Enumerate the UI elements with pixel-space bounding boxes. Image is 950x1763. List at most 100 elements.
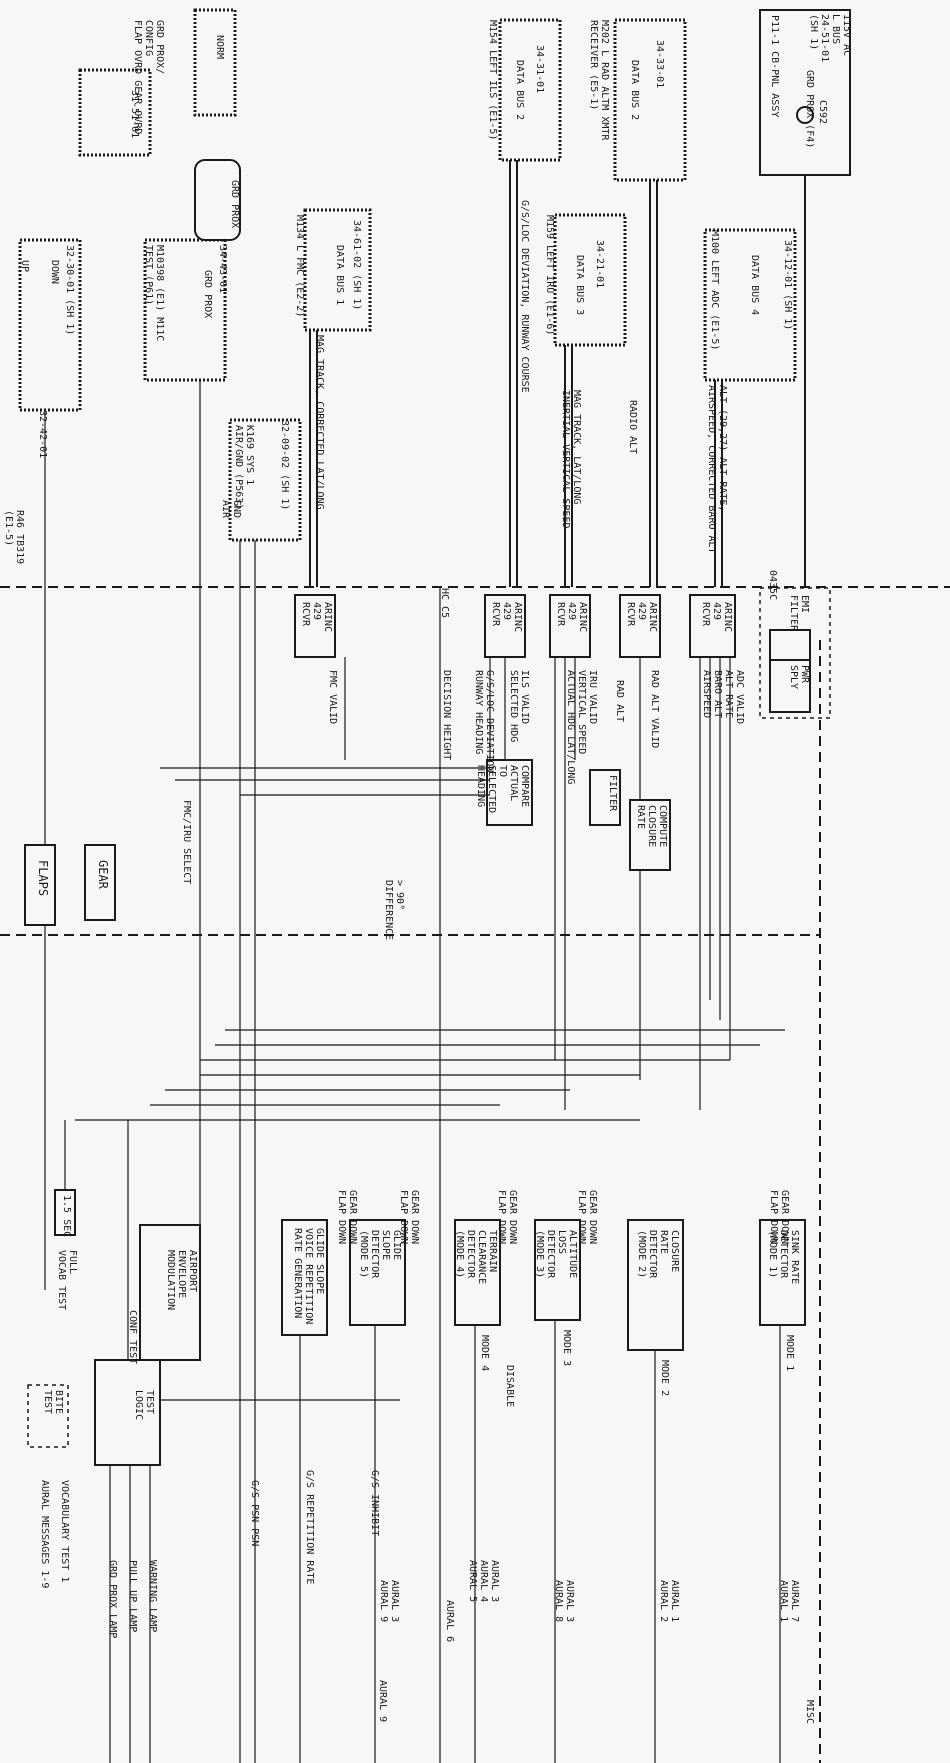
airport-env-box [139, 1224, 201, 1361]
radalt-ref: 34-33-01 [654, 40, 665, 89]
mode4-aural: AURAL 3 AURAL 4 AURAL 5 [467, 1560, 500, 1603]
mode3-aural: AURAL 3 AURAL 8 [553, 1580, 575, 1623]
adc-name: M100 LEFT ADC (E1-5) [709, 230, 720, 351]
mode2-out: MODE 2 [659, 1360, 670, 1397]
gear-ref: 32-30-01 (SH 1) [64, 245, 75, 336]
gear-switch-box [18, 238, 82, 412]
disable-label: DISABLE [504, 1365, 515, 1408]
flaps-box [24, 844, 56, 926]
rcvr-iru [549, 594, 591, 658]
compare-label: COMPARE ACTUAL TO SELECTED HEADING [475, 765, 530, 814]
adc-box [703, 228, 797, 382]
iru-bus: DATA BUS 3 [574, 255, 585, 316]
airgnd-ref: 32-09-02 (SH 1) [279, 420, 290, 511]
rcvr-ils-label: ARINC 429 RCVR [490, 602, 523, 633]
fmc-bus: DATA BUS 1 [334, 245, 345, 306]
bite-label: BITE TEST [42, 1390, 64, 1415]
filter-box [589, 769, 621, 826]
rcvr-adc [689, 594, 736, 658]
ils-name: M154 LEFT ILS (E1-5) [487, 20, 498, 141]
fmc-select: FMC/IRU SELECT [181, 800, 192, 885]
airgnd-name: K169 SYS 1 AIR/GND (P563) [233, 425, 255, 510]
mode3-out: MODE 3 [561, 1330, 572, 1367]
gear-flap-label-5: GEAR DOWN FLAP DOWN [336, 1190, 358, 1245]
mode4-label: TERRAIN CLEARANCE DETECTOR (MODE 4) [454, 1230, 498, 1285]
timer-label: 1.5 SEC [61, 1195, 72, 1238]
gear-ref2: 32-42-01 [37, 410, 48, 459]
mode3-label: ALTITUDE LOSS DETECTOR (MODE 3) [534, 1230, 578, 1279]
gprx-switch-label: GRD PROX [229, 180, 240, 229]
power-supply-box [769, 659, 811, 713]
gs-psn: G/S PSN PSN [249, 1480, 260, 1547]
ils-bus: DATA BUS 2 [514, 60, 525, 121]
fmc-signal: MAG TRACK, CORRECTED LAT/LONG [314, 335, 325, 510]
gear-down: DOWN [49, 260, 60, 285]
mode2-aural: AURAL 1 AURAL 2 [658, 1580, 680, 1623]
ils-box [498, 18, 562, 162]
cb-name: GRD PROX (F4) [804, 70, 815, 149]
iru-box [553, 213, 627, 347]
mode1-out: MODE 1 [784, 1335, 795, 1372]
iru-signal: MAG TRACK, LAT/LONG INERTIAL VERTICAL SP… [560, 390, 582, 529]
gs-rep-out: G/S REPETITION RATE [304, 1470, 315, 1585]
iru-outputs: IRU VALID VERTICAL SPEED ACTUAL HDG LAT/… [565, 670, 598, 785]
mode3-box [534, 1219, 581, 1321]
closure-box [629, 799, 671, 871]
airgnd-box [228, 418, 302, 542]
radalt-out: RAD ALT [614, 680, 625, 723]
rcvr-radalt-label: ARINC 429 RCVR [625, 602, 658, 633]
diff-label: > 90° DIFFERENCE [383, 880, 405, 941]
gear-res: R46 TB319 (E1-5) [3, 510, 25, 565]
pull-up-lamp: PULL UP LAMP [127, 1560, 138, 1633]
decision-height: DECISION HEIGHT [441, 670, 452, 761]
gprx-test-box [143, 238, 227, 382]
mode5-aural: AURAL 3 AURAL 9 [378, 1580, 400, 1623]
aural-6: AURAL 6 [444, 1600, 455, 1643]
fmc-valid: FMC VALID [327, 670, 338, 725]
cb-label: C592 [817, 100, 828, 125]
gear-flap-label-4: GEAR DOWN FLAP DOWN [398, 1190, 420, 1245]
power-supply: PWR SPLY [788, 665, 810, 690]
iru-ref: 34-21-01 [594, 240, 605, 289]
gear-flap-label-1: GEAR DOWN FLAP DOWN [768, 1190, 790, 1245]
fmc-ref: 34-61-02 (SH 1) [351, 220, 362, 311]
rcvr-radalt [619, 594, 661, 658]
radalt-valid: RAD ALT VALID [649, 670, 660, 749]
aural-messages: AURAL MESSAGES 1-9 [39, 1480, 50, 1589]
airport-env-label: AIRPORT ENVELOPE MODULATION [165, 1250, 198, 1311]
cb-panel-box [759, 9, 851, 176]
mode2-box [627, 1219, 684, 1351]
gprx-norm: NORM [214, 35, 225, 60]
adc-outputs: ADC VALID ALT RATE BARO ALT AIRSPEED [701, 670, 745, 725]
gprx-ref: 34-43-01 [217, 245, 228, 294]
rcvr-fmc [294, 594, 336, 658]
radalt-box [613, 18, 687, 182]
compare-box [486, 759, 533, 826]
mode5-box [349, 1219, 406, 1326]
aural-9: AURAL 9 [377, 1680, 388, 1723]
gs-rep-label: GLIDE SLOPE VOICE REPETITION RATE GENERA… [292, 1228, 325, 1325]
radalt-bus: DATA BUS 2 [629, 60, 640, 121]
test-logic-box [94, 1359, 161, 1466]
fmc-name: M134 L FMC (E2-2) [294, 215, 305, 318]
ils-signal: G/S/LOC DEVIATION, RUNWAY COURSE [519, 200, 530, 393]
emi-filter: EMI FILTER [788, 595, 810, 632]
gprx-lamp: GRD PROX LAMP [107, 1560, 118, 1639]
mode4-box [454, 1219, 501, 1326]
flap-ovrd-ref: 31-51-01 [129, 90, 140, 139]
rcvr-fmc-label: ARINC 429 RCVR [300, 602, 333, 633]
closure-label: COMPUTE CLOSURE RATE [635, 805, 668, 848]
power-source: 115V AC L BUS 24-51-01 (SH 1) [808, 14, 852, 63]
gear-label: GEAR [96, 860, 110, 889]
connector-plug: 0435C [767, 570, 778, 601]
gs-inhibit: G/S INHIBIT [369, 1470, 380, 1537]
flaps-label: FLAPS [36, 860, 50, 897]
misc-label: MISC [804, 1700, 815, 1725]
filter-label: FILTER [607, 775, 618, 812]
radalt-signal: RADIO ALT [627, 400, 638, 455]
connector-hc: HC C5 [439, 588, 450, 619]
conf-test-label: CONF TEST [127, 1310, 138, 1365]
adc-ref: 34-12-01 (SH 1) [782, 240, 793, 331]
rcvr-iru-label: ARINC 429 RCVR [555, 602, 588, 633]
